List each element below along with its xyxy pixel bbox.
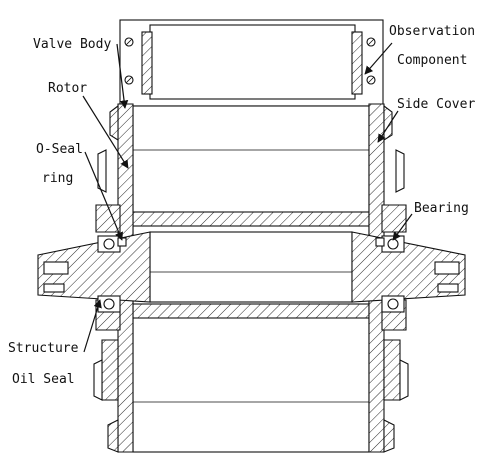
central-hub [149,231,353,303]
label-o-seal-1: O-Seal [36,142,83,157]
side-cover-right-lower [399,359,409,401]
label-structure-2: Oil Seal [12,372,75,387]
bearing-left-top [97,235,121,253]
label-structure-1: Structure [8,341,79,356]
rotor-sleeve-top [132,211,370,227]
leader-o-seal [84,151,123,241]
label-observation-1: Observation [389,24,475,39]
bearing-right-top [381,235,405,253]
label-valve-body: Valve Body [33,37,111,52]
leader-structure-oil-seal [83,299,102,353]
label-bearing: Bearing [414,201,469,216]
leader-rotor [82,95,129,169]
o-seal-ring-right [375,237,385,247]
right-flange [351,231,466,303]
rotor-sleeve-bottom [132,303,370,319]
leader-valve-body [116,43,129,109]
bearing-left-bottom [97,295,121,313]
side-cover-left [97,149,107,193]
label-rotor: Rotor [48,81,87,96]
left-flange [37,231,151,303]
leader-observation [364,42,393,75]
label-o-seal-2: ring [42,171,73,186]
label-observation-2: Component [397,53,467,68]
label-side-cover: Side Cover [397,97,475,112]
leader-side-cover [377,110,399,143]
observation-component [119,19,384,107]
leader-bearing [392,213,413,241]
side-cover-right [395,149,405,193]
side-cover-left-lower [93,359,103,401]
bearing-right-bottom [381,295,405,313]
